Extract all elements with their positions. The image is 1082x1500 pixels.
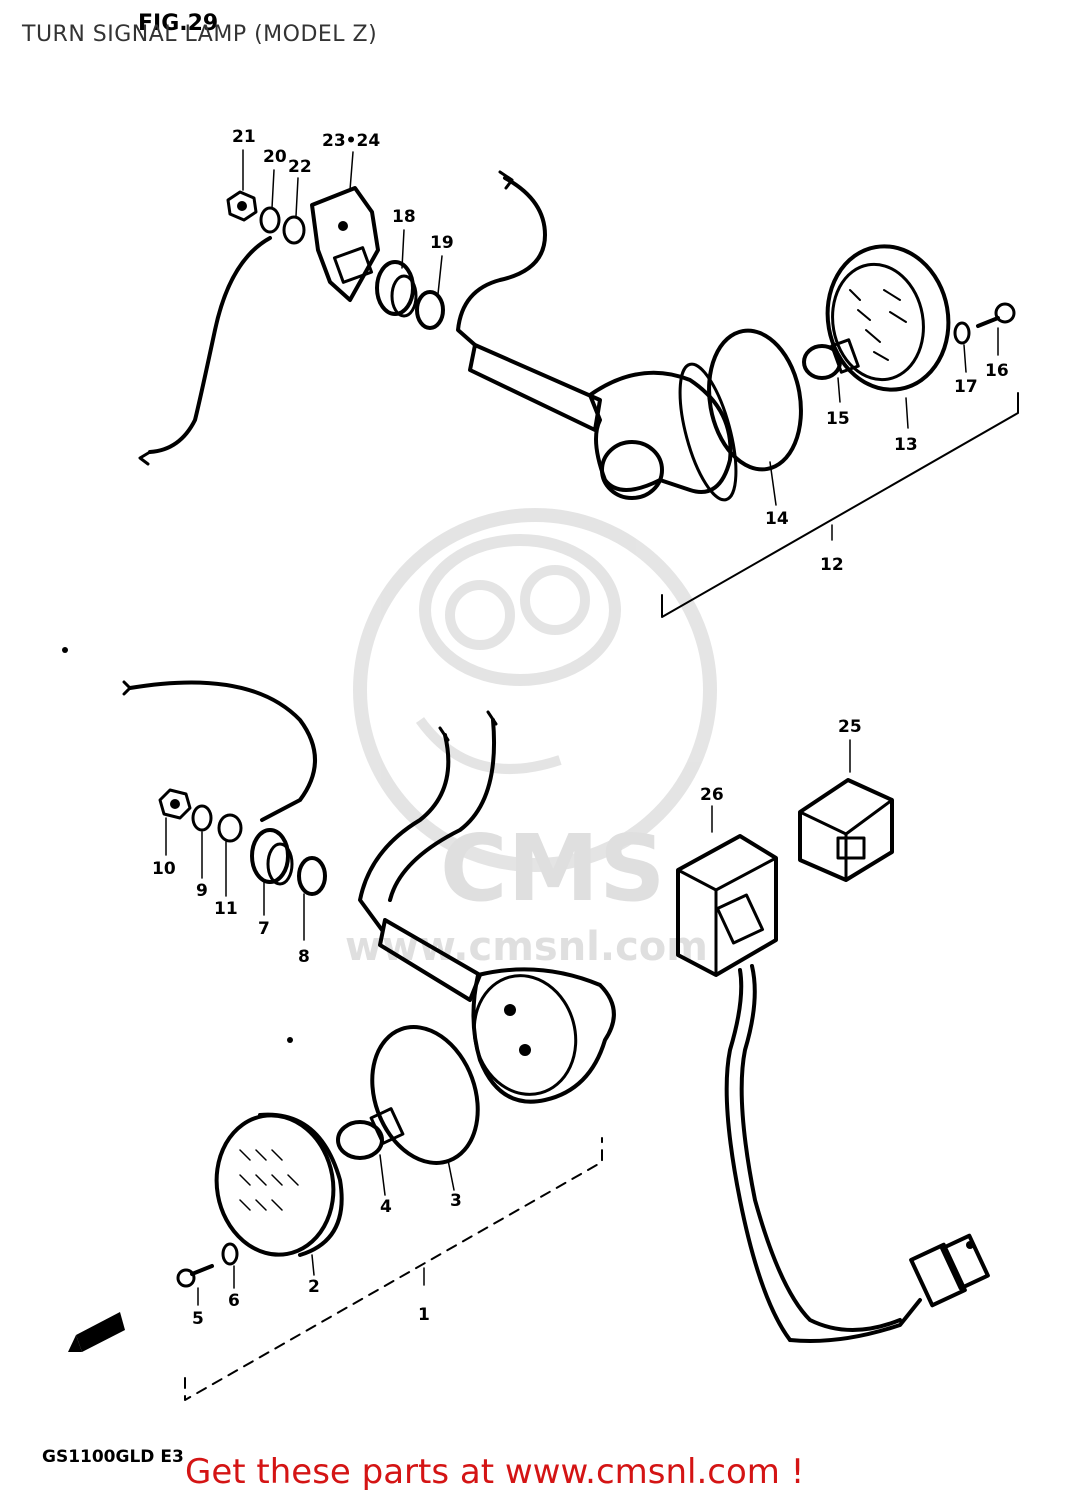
lower-turn-signal-assembly <box>122 680 616 1401</box>
lead-wire-tip-upper <box>498 170 514 190</box>
gasket-14 <box>707 328 803 472</box>
lens-2 <box>214 1112 344 1257</box>
forward-arrow-icon <box>68 1312 125 1352</box>
callout-9: 9 <box>196 881 208 901</box>
lead-wire-tips-lower <box>438 710 498 742</box>
washer-22 <box>282 215 306 245</box>
model-code: GS1100GLD E3 <box>42 1447 184 1467</box>
flasher-unit-26 <box>676 805 990 1343</box>
callout-6: 6 <box>228 1291 240 1311</box>
upper-turn-signal-assembly <box>138 149 1019 618</box>
watermark-brand: CMS <box>440 815 665 922</box>
bulb-4 <box>336 1107 405 1160</box>
bracket-23-24 <box>310 186 380 302</box>
ground-wire-lower <box>128 680 317 822</box>
callout-17: 17 <box>954 377 978 397</box>
mark-dot-a <box>62 647 68 653</box>
washer-19 <box>415 290 445 330</box>
harness-wire-c <box>788 1298 922 1343</box>
callout-25: 25 <box>838 717 862 737</box>
part-callouts: 21 20 22 23•24 18 19 16 17 15 13 14 12 2… <box>152 127 1009 1329</box>
callout-12: 12 <box>820 555 844 575</box>
callout-8: 8 <box>298 947 310 967</box>
nut-10 <box>158 788 192 820</box>
callout-1: 1 <box>418 1305 430 1325</box>
callout-19: 19 <box>430 233 454 253</box>
callout-5: 5 <box>192 1309 204 1329</box>
leader-lines-lower <box>165 817 455 1306</box>
figure-label: FIG.29 <box>138 11 218 36</box>
rubber-7 <box>250 828 294 886</box>
callout-2: 2 <box>308 1277 320 1297</box>
relay-25 <box>798 739 894 882</box>
housing-lower <box>378 918 616 1104</box>
nut-21 <box>226 190 258 222</box>
lead-wire-upper <box>456 176 547 347</box>
washer-9 <box>191 804 213 832</box>
harness-wire-b <box>739 964 902 1332</box>
harness-wire-a <box>724 968 792 1342</box>
callout-11: 11 <box>214 899 238 919</box>
leader-lines-upper <box>242 149 999 506</box>
lens-13 <box>825 244 951 392</box>
callout-10: 10 <box>152 859 176 879</box>
screw-5 <box>176 1264 214 1288</box>
watermark-url: www.cmsnl.com <box>345 924 708 970</box>
washer-11 <box>217 813 243 843</box>
callout-20: 20 <box>263 147 287 167</box>
callout-26: 26 <box>700 785 724 805</box>
cms-watermark: CMS www.cmsnl.com <box>345 508 717 970</box>
callout-23-24: 23•24 <box>322 131 380 151</box>
callout-18: 18 <box>392 207 416 227</box>
harness-connector <box>909 1233 990 1308</box>
callout-16: 16 <box>985 361 1009 381</box>
group-bracket-1 <box>184 1137 603 1401</box>
callout-14: 14 <box>765 509 789 529</box>
gasket-3 <box>370 1025 480 1165</box>
washer-20 <box>259 206 281 234</box>
mark-dot-b <box>287 1037 293 1043</box>
washer-8 <box>297 856 327 896</box>
screw-16 <box>976 302 1016 328</box>
lead-wire-lower-a <box>358 733 451 932</box>
get-parts-link[interactable]: Get these parts at www.cmsnl.com ! <box>185 1452 805 1492</box>
washer-6 <box>221 1242 239 1266</box>
ground-wire-upper <box>148 236 272 454</box>
washer-17 <box>953 321 971 345</box>
callout-15: 15 <box>826 409 850 429</box>
rubber-18 <box>375 260 418 318</box>
callout-22: 22 <box>288 157 312 177</box>
callout-13: 13 <box>894 435 918 455</box>
housing-12 <box>468 343 738 502</box>
lead-wire-lower-b <box>388 718 497 902</box>
group-bracket-12 <box>661 392 1019 618</box>
ground-wire-terminal-upper <box>138 450 152 466</box>
callout-4: 4 <box>380 1197 392 1217</box>
page-title: TURN SIGNAL LAMP (MODEL Z) <box>22 22 378 47</box>
ground-wire-terminal-lower <box>122 680 132 696</box>
callout-7: 7 <box>258 919 270 939</box>
callout-21: 21 <box>232 127 256 147</box>
callout-3: 3 <box>450 1191 462 1211</box>
